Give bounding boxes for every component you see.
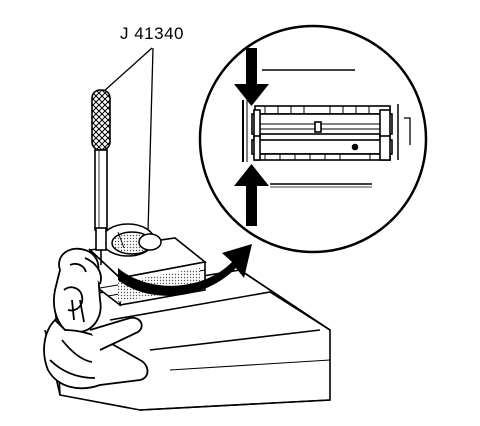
upper-component [251, 105, 393, 141]
dial-gauge [101, 223, 162, 257]
magnified-inset [198, 24, 428, 254]
clearance-arrow-down [234, 48, 269, 106]
magnify-arrow [118, 244, 252, 296]
callout-leader-lines [102, 47, 154, 233]
operator-sleeve [43, 316, 149, 390]
tool-handle [91, 89, 111, 265]
lower-component [251, 135, 393, 161]
tool-callout-label: J 41340 [120, 24, 184, 43]
clearance-arrow-up [234, 164, 269, 226]
operator-hand [52, 247, 102, 333]
